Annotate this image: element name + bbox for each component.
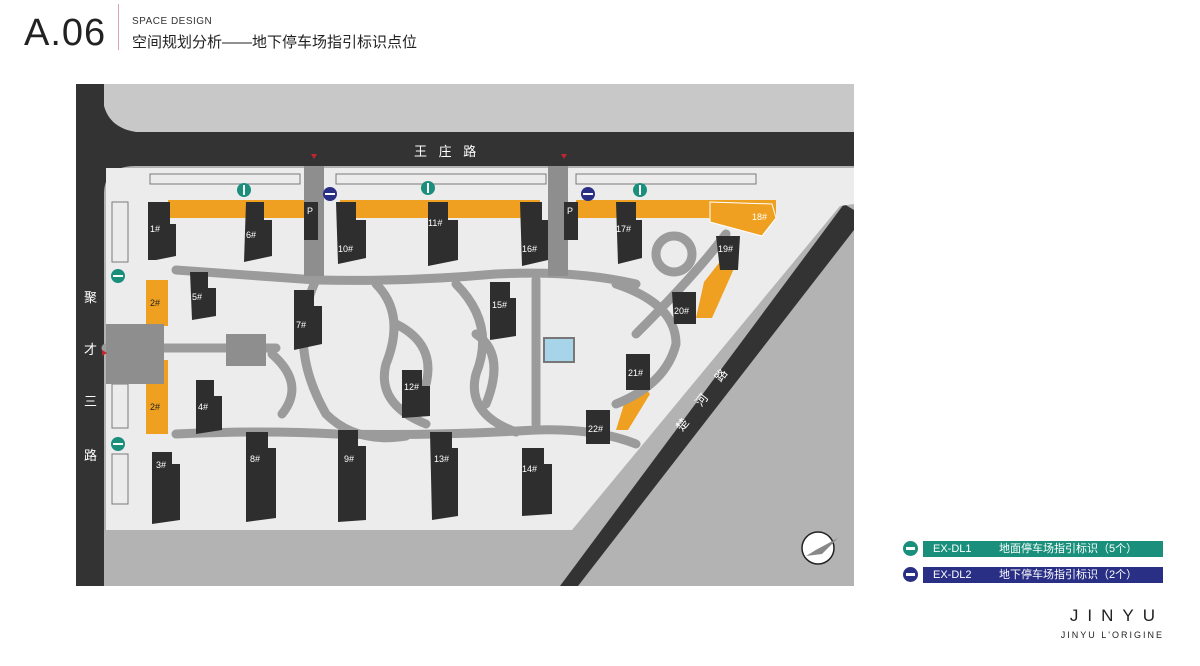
site-plan-map: 1# 2# 2# 3# 4# 5# 6# 7# 8# 9# 10# 11# 12… [76, 84, 854, 586]
legend-dl2-bar: EX-DL2 地下停车场指引标识（2个） [923, 567, 1163, 583]
brand-name: JINYU [1069, 606, 1164, 625]
building-label-5: 5# [192, 292, 202, 302]
building-label-20: 20# [674, 306, 689, 316]
road-label-north: 王 庄 路 [414, 144, 480, 159]
road-west [76, 84, 104, 586]
brand-tagline: JINYU L'ORIGINE [1060, 630, 1164, 640]
building-label-4: 4# [198, 402, 208, 412]
building-15 [490, 282, 516, 340]
road-label-west-1: 聚 [84, 290, 97, 305]
building-label-21: 21# [628, 368, 643, 378]
subtitle-en: SPACE DESIGN [132, 16, 213, 27]
signage-markers [111, 181, 647, 451]
parking-p-2: P [567, 206, 573, 216]
building-13 [430, 432, 458, 520]
sign-ex-dl1-4 [111, 269, 125, 283]
parking-p-1: P [307, 206, 313, 216]
sign-ex-dl1-1 [237, 183, 251, 197]
building-label-6: 6# [246, 230, 256, 240]
vertical-access-roads [106, 166, 568, 384]
sign-ex-dl2-1 [323, 187, 337, 201]
legend-ex-dl2: EX-DL2 地下停车场指引标识（2个） [903, 567, 1163, 583]
building-label-10: 10# [338, 244, 353, 254]
building-label-11: 11# [428, 218, 442, 228]
building-label-22: 22# [588, 424, 603, 434]
building-6 [244, 202, 272, 262]
building-12 [402, 370, 430, 418]
building-label-17: 17# [616, 224, 631, 234]
sign-ex-dl1-3 [633, 183, 647, 197]
building-7 [294, 290, 322, 350]
building-3 [152, 452, 180, 524]
parking-entry-1 [304, 202, 318, 240]
legend-dl1-bar: EX-DL1 地面停车场指引标识（5个） [923, 541, 1163, 557]
building-16 [520, 202, 548, 266]
sign-ex-dl1-2 [421, 181, 435, 195]
road-diagonal [560, 204, 854, 586]
parking-col-west [111, 201, 129, 505]
building-4 [196, 380, 222, 434]
building-label-2a: 2# [150, 298, 160, 308]
legend-ex-dl1: EX-DL1 地面停车场指引标识（5个） [903, 541, 1163, 557]
building-label-13: 13# [434, 454, 449, 464]
parking-row-north [149, 173, 757, 185]
building-label-9: 9# [344, 454, 354, 464]
building-18-zone [709, 201, 777, 237]
north-arrow-icon [801, 531, 838, 565]
building-label-7: 7# [296, 320, 306, 330]
sign-ex-dl2-2 [581, 187, 595, 201]
building-label-12: 12# [404, 382, 419, 392]
road-label-west-3: 三 [84, 394, 97, 409]
building-21 [626, 354, 650, 390]
building-label-15: 15# [492, 300, 507, 310]
road-north [76, 84, 854, 586]
building-label-19: 19# [718, 244, 733, 254]
roundabout [651, 231, 697, 277]
legend-dl2-code: EX-DL2 [933, 569, 972, 581]
building-label-14: 14# [522, 464, 537, 474]
legend-dl1-text: 地面停车场指引标识（5个） [999, 543, 1138, 555]
building-19 [716, 236, 740, 270]
building-label-2b: 2# [150, 402, 160, 412]
building-10 [336, 202, 366, 264]
legend-dl2-icon [903, 567, 918, 582]
legend-dl1-code: EX-DL1 [933, 543, 972, 555]
entrance-markers [102, 154, 567, 356]
building-label-8: 8# [250, 454, 260, 464]
page-code: A.06 [24, 12, 107, 54]
road-label-west-4: 路 [84, 448, 97, 463]
building-11 [428, 202, 458, 266]
building-14 [522, 448, 552, 516]
building-label-18: 18# [752, 212, 767, 222]
header-divider [118, 4, 119, 50]
building-22 [586, 410, 610, 444]
building-label-16: 16# [522, 244, 537, 254]
building-17 [616, 202, 642, 264]
building-label-1: 1# [150, 224, 160, 234]
parking-entry-2 [564, 202, 578, 240]
legend-dl1-icon [903, 541, 918, 556]
building-9 [338, 430, 366, 522]
building-20 [672, 292, 696, 324]
building-8 [246, 432, 276, 522]
legend-dl2-text: 地下停车场指引标识（2个） [999, 569, 1138, 581]
water-feature [543, 337, 575, 363]
building-1 [148, 202, 176, 260]
building-label-3: 3# [156, 460, 166, 470]
building-5 [190, 272, 216, 320]
brand-logo: JINYU JINYU L'ORIGINE [1061, 606, 1164, 640]
road-label-west-2: 才 [84, 342, 97, 357]
north-light-area [104, 84, 854, 132]
page-title: 空间规划分析——地下停车场指引标识点位 [132, 34, 418, 51]
buildings [148, 202, 740, 524]
sign-ex-dl1-5 [111, 437, 125, 451]
